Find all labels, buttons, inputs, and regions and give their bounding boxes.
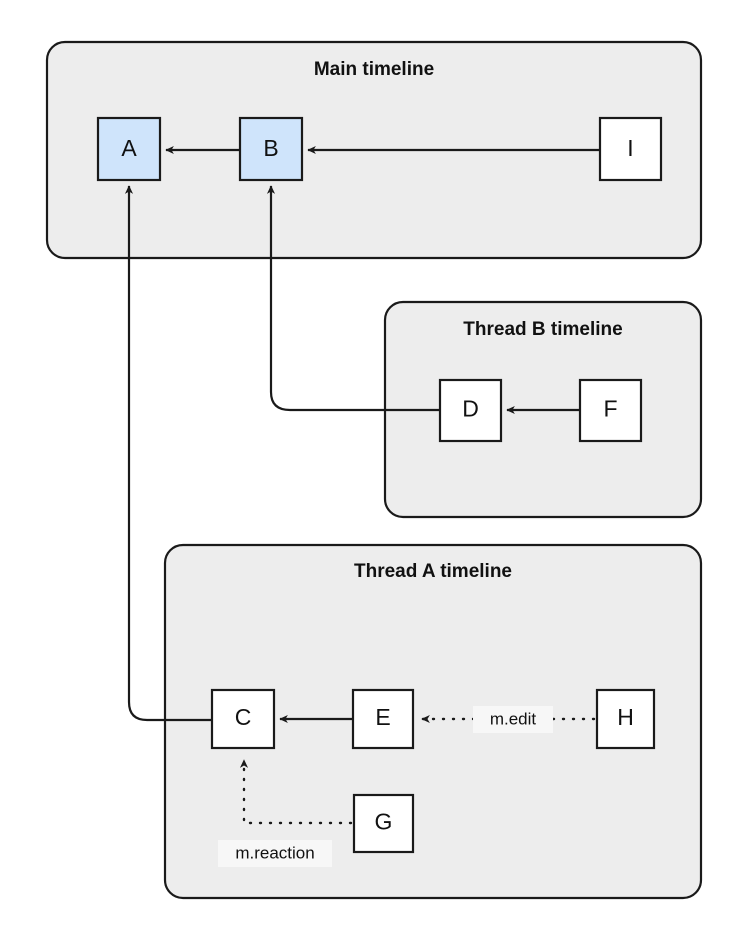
node-f-label: F bbox=[603, 396, 617, 422]
node-i-label: I bbox=[627, 135, 633, 161]
node-g-label: G bbox=[375, 809, 393, 835]
edge-label-m-edit-text: m.edit bbox=[490, 709, 537, 728]
group-thread-a-timeline-title: Thread A timeline bbox=[354, 561, 512, 582]
node-e-label: E bbox=[375, 704, 390, 730]
node-h[interactable]: H bbox=[595, 688, 656, 750]
node-e[interactable]: E bbox=[351, 688, 415, 750]
node-g[interactable]: G bbox=[352, 793, 415, 854]
node-i[interactable]: I bbox=[598, 116, 663, 182]
node-b[interactable]: B bbox=[238, 116, 304, 182]
node-a[interactable]: A bbox=[96, 116, 162, 182]
edge-d-to-b bbox=[266, 185, 440, 412]
group-thread-b-timeline-title: Thread B timeline bbox=[463, 319, 622, 340]
node-c-box[interactable] bbox=[210, 688, 276, 750]
node-h-label: H bbox=[617, 704, 634, 730]
edge-label-m-reaction: m.reaction bbox=[218, 840, 332, 867]
node-d-box[interactable] bbox=[438, 378, 503, 443]
node-h-box[interactable] bbox=[595, 688, 656, 750]
node-i-box[interactable] bbox=[598, 116, 663, 182]
node-a-label: A bbox=[121, 135, 137, 161]
node-c-label: C bbox=[235, 704, 252, 730]
node-b-box[interactable] bbox=[238, 116, 304, 182]
node-f[interactable]: F bbox=[578, 378, 643, 443]
edge-label-m-reaction-text: m.reaction bbox=[235, 843, 314, 862]
node-a-box[interactable] bbox=[96, 116, 162, 182]
node-f-box[interactable] bbox=[578, 378, 643, 443]
edge-label-m-reaction-bg bbox=[218, 840, 332, 867]
edge-label-m-edit-bg bbox=[473, 706, 553, 733]
edge-g-to-c-mreaction bbox=[239, 758, 353, 825]
node-b-label: B bbox=[263, 135, 278, 161]
node-e-box[interactable] bbox=[351, 688, 415, 750]
group-main-timeline-title: Main timeline bbox=[314, 59, 434, 80]
group-thread-a-timeline: Thread A timeline bbox=[163, 543, 703, 900]
edge-c-to-a bbox=[124, 185, 212, 722]
node-g-box[interactable] bbox=[352, 793, 415, 854]
node-d-label: D bbox=[462, 396, 479, 422]
group-thread-a-timeline-box bbox=[163, 543, 703, 900]
node-c[interactable]: C bbox=[210, 688, 276, 750]
node-d[interactable]: D bbox=[438, 378, 503, 443]
edge-label-m-edit: m.edit bbox=[473, 706, 553, 733]
